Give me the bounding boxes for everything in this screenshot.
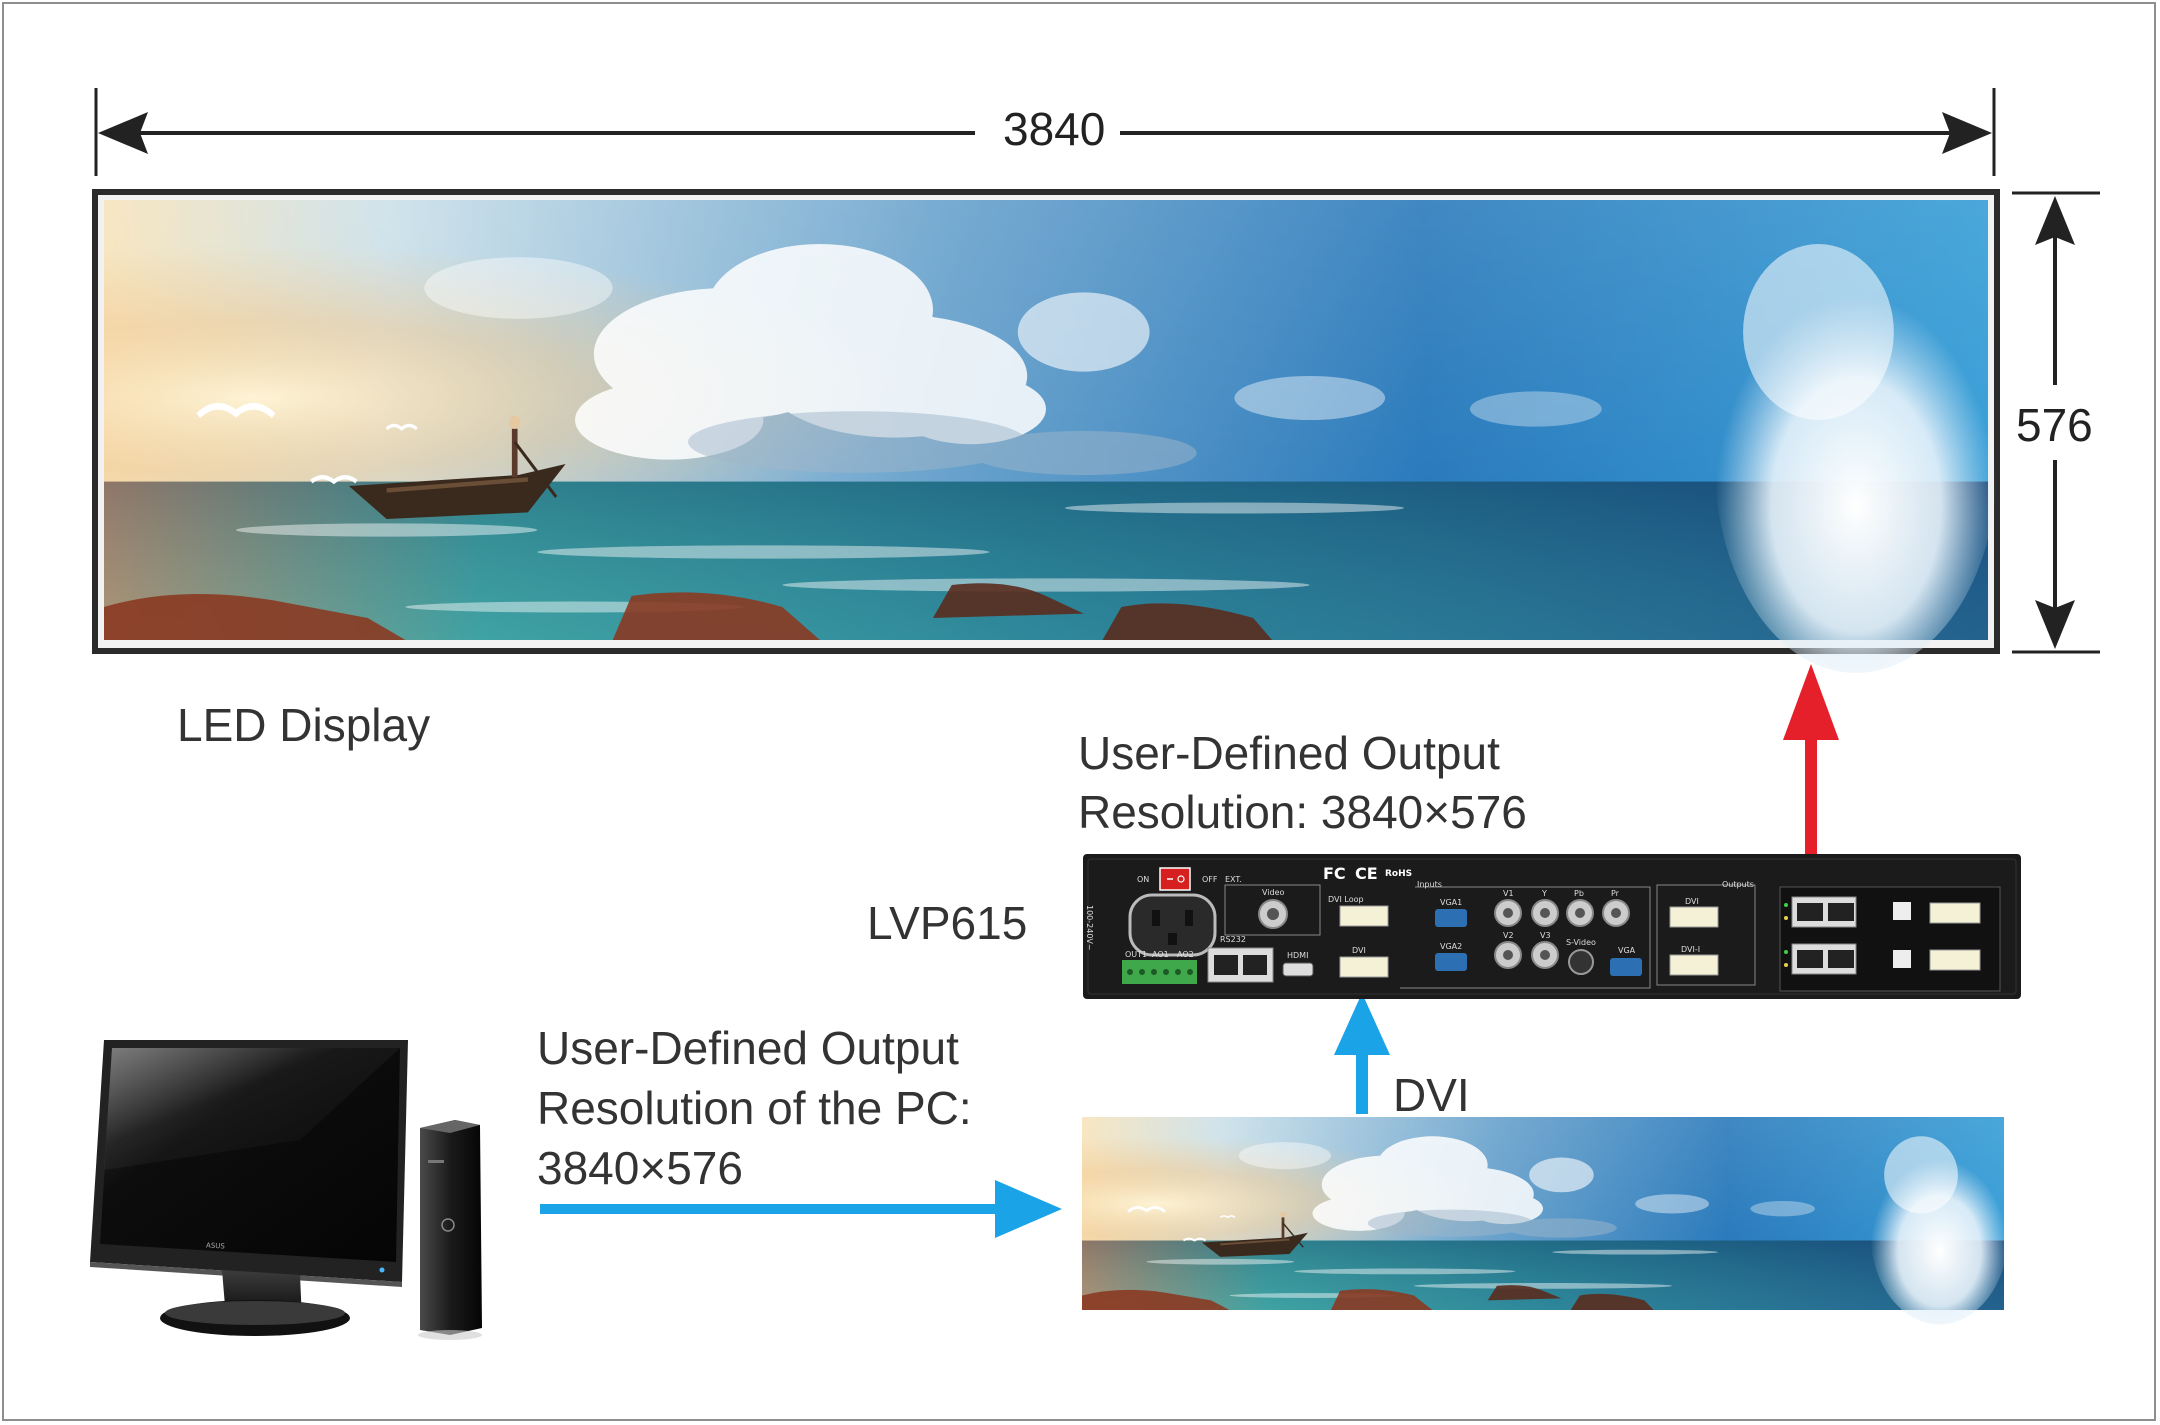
vga2-port: [1435, 953, 1467, 971]
ac-power-socket: [1128, 893, 1217, 957]
power-on-label: ON: [1137, 875, 1150, 884]
pc-to-image-arrow: [540, 1180, 1062, 1238]
led-display-image: [104, 200, 1997, 673]
vga1-port: [1435, 909, 1467, 927]
pc-tower-body: [420, 1120, 482, 1335]
height-dimension: [2012, 191, 2100, 654]
hdmi-label: HDMI: [1287, 951, 1309, 960]
pc-output-label-line3: 3840×576: [537, 1142, 743, 1194]
sending-card-rj45-ports: [1791, 896, 1857, 975]
outputs-label: Outputs: [1722, 880, 1754, 889]
ao1-label: AO1: [1152, 950, 1169, 959]
width-dimension-left-arrowhead: [98, 112, 148, 154]
dvi-connection-label: DVI: [1393, 1069, 1470, 1121]
voltage-label: 100-240V~: [1085, 905, 1094, 951]
pr-label: Pr: [1611, 889, 1619, 898]
out1-label: OUT1: [1125, 950, 1148, 959]
hdmi-port: [1282, 962, 1314, 977]
power-button-icon: [441, 1218, 455, 1232]
v2-label: V2: [1503, 931, 1514, 940]
width-dimension-right-arrowhead: [1942, 112, 1992, 154]
vga2-label: VGA2: [1440, 942, 1463, 951]
pc-output-image: [1080, 1115, 2011, 1326]
processor-name-label: LVP615: [867, 897, 1028, 949]
width-dimension-label: 3840: [993, 102, 1116, 156]
width-dimension: [94, 88, 1996, 176]
pc-tower: [418, 1120, 482, 1340]
dvi-i-label: DVI-I: [1681, 945, 1701, 954]
dvi-output-port: [1669, 906, 1719, 928]
rs232-label: RS232: [1220, 935, 1246, 944]
lvp615-device: [1083, 854, 2021, 999]
ao2-label: AO2: [1177, 950, 1194, 959]
dvi-output-label: DVI: [1685, 897, 1699, 906]
processor-output-label-line2: Resolution: 3840×576: [1078, 786, 1527, 838]
dvi-input-port: [1339, 956, 1389, 978]
output-arrow: [1783, 664, 1839, 886]
pc-output-label-line1: User-Defined Output: [537, 1022, 959, 1074]
audio-terminal-block: [1122, 960, 1197, 984]
sending-card-dvi-port-2: [1929, 949, 1981, 971]
inputs-label: Inputs: [1417, 880, 1442, 889]
power-switch[interactable]: [1159, 867, 1191, 891]
rohs-mark: RoHS: [1385, 869, 1413, 879]
led-display-label: LED Display: [177, 699, 431, 751]
monitor: [90, 1040, 408, 1336]
dvi-arrow: [1334, 993, 1390, 1114]
processor-output-label-line1: User-Defined Output: [1078, 727, 1500, 779]
power-off-label: OFF: [1202, 875, 1218, 884]
height-dimension-label: 576: [2016, 394, 2093, 456]
v3-label: V3: [1540, 931, 1551, 940]
dvi-i-output-port: [1669, 954, 1719, 976]
pc-output-label-line2: Resolution of the PC:: [537, 1082, 972, 1134]
v1-label: V1: [1503, 889, 1514, 898]
vga1-label: VGA1: [1440, 898, 1463, 907]
ce-mark: CE: [1355, 864, 1378, 883]
ext-label: EXT.: [1225, 875, 1242, 884]
vga-label: VGA: [1618, 946, 1636, 955]
svideo-label: S-Video: [1566, 938, 1596, 947]
svideo-port: [1568, 949, 1594, 975]
sending-card-dvi-port: [1929, 902, 1981, 924]
fcc-mark: FC: [1323, 864, 1346, 883]
y-label: Y: [1542, 889, 1547, 898]
height-dimension-top-arrowhead: [2035, 196, 2075, 245]
height-dimension-bottom-arrowhead: [2035, 600, 2075, 649]
usb-port: [1893, 902, 1911, 920]
pc: [90, 1040, 482, 1340]
usb-port-2: [1893, 950, 1911, 968]
led-display: [92, 189, 2000, 673]
pb-label: Pb: [1574, 889, 1584, 898]
dvi-input-label: DVI: [1352, 946, 1366, 955]
monitor-brand-label: ASUS: [205, 1241, 226, 1251]
dvi-loop-label: DVI Loop: [1328, 895, 1364, 904]
video-bnc-port: [1258, 899, 1288, 929]
dvi-loop-port: [1339, 905, 1389, 927]
vga-output-port: [1610, 958, 1642, 976]
video-label: Video: [1262, 888, 1285, 897]
